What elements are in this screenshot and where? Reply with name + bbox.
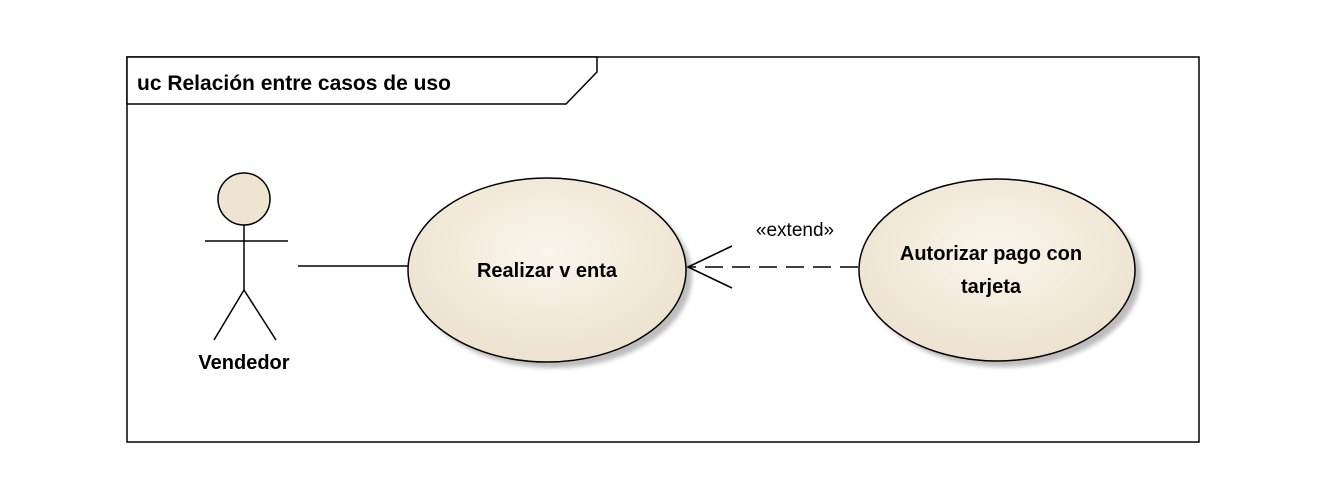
frame-title-tab <box>126 56 598 105</box>
use-case-label-line-1: Autorizar pago con <box>900 243 1082 265</box>
actor-head <box>217 172 271 226</box>
use-case-ellipse <box>858 178 1136 362</box>
use-case-label: Realizar v enta <box>477 260 618 282</box>
actor-left-leg <box>213 289 245 341</box>
use-case-label-line-2: tarjeta <box>961 276 1022 298</box>
extend-arrowhead <box>686 245 733 289</box>
extend-stereotype: «extend» <box>756 220 834 241</box>
actor-right-leg <box>243 289 277 341</box>
use-case-autorizar-pago[interactable]: Autorizar pago con tarjeta <box>858 178 1141 367</box>
frame-title: uc Relación entre casos de uso <box>137 72 451 95</box>
use-case-ellipse <box>407 177 687 363</box>
actor-name: Vendedor <box>198 352 289 374</box>
extend-relationship: «extend» <box>686 220 858 289</box>
actor-vendedor[interactable]: Vendedor <box>198 172 290 374</box>
use-case-realizar-venta[interactable]: Realizar v enta <box>407 177 692 368</box>
